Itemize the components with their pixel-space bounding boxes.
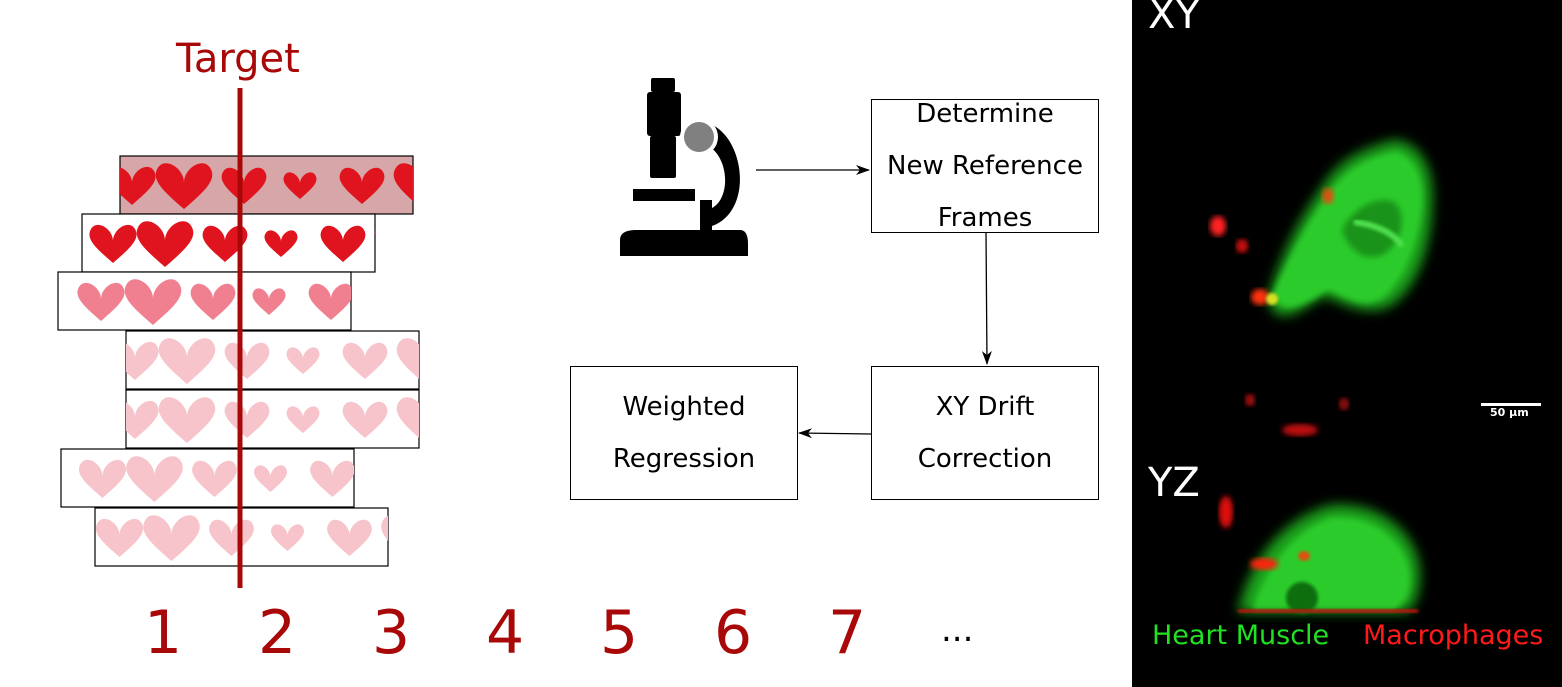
determine-reference-box: Determine New Reference Frames	[871, 99, 1099, 233]
drift-correction-box: XY Drift Correction	[871, 366, 1099, 500]
ellipsis: ...	[941, 610, 974, 650]
xy-label: XY	[1148, 0, 1200, 38]
heart-strip	[125, 330, 420, 390]
frame-number-1: 1	[144, 598, 183, 668]
yz-heart-image	[1219, 496, 1420, 614]
determine-reference-label: Determine New Reference Frames	[887, 99, 1083, 233]
heart-strip	[60, 448, 355, 508]
weighted-regression-label: Weighted Regression	[612, 392, 756, 474]
arrow-reference-to-drift	[981, 231, 992, 365]
legend-macrophages: Macrophages	[1363, 620, 1544, 651]
xy-heart-image	[1210, 140, 1433, 436]
heart-strip	[57, 271, 352, 331]
heart-strip	[119, 155, 414, 215]
frame-number-2: 2	[258, 598, 297, 668]
target-label: Target	[176, 36, 300, 82]
frame-number-4: 4	[486, 598, 525, 668]
frame-number-3: 3	[372, 598, 411, 668]
drift-correction-label: XY Drift Correction	[917, 392, 1053, 474]
microscopy-image	[1210, 140, 1541, 614]
scale-bar	[1481, 403, 1541, 406]
heart-strip	[81, 213, 376, 273]
frame-number-6: 6	[714, 598, 753, 668]
arrow-drift-to-regression	[798, 428, 872, 439]
microscope-icon	[620, 78, 748, 256]
frame-number-5: 5	[600, 598, 639, 668]
microscopy-panel: XY YZ	[1132, 0, 1562, 687]
weighted-regression-box: Weighted Regression	[570, 366, 798, 500]
heart-strip	[125, 389, 420, 449]
legend-heart-muscle: Heart Muscle	[1152, 620, 1330, 651]
frame-number-7: 7	[828, 598, 867, 668]
yz-label: YZ	[1148, 460, 1200, 506]
heart-strip-stack	[57, 88, 420, 588]
scale-bar-label: 50 µm	[1490, 406, 1529, 419]
